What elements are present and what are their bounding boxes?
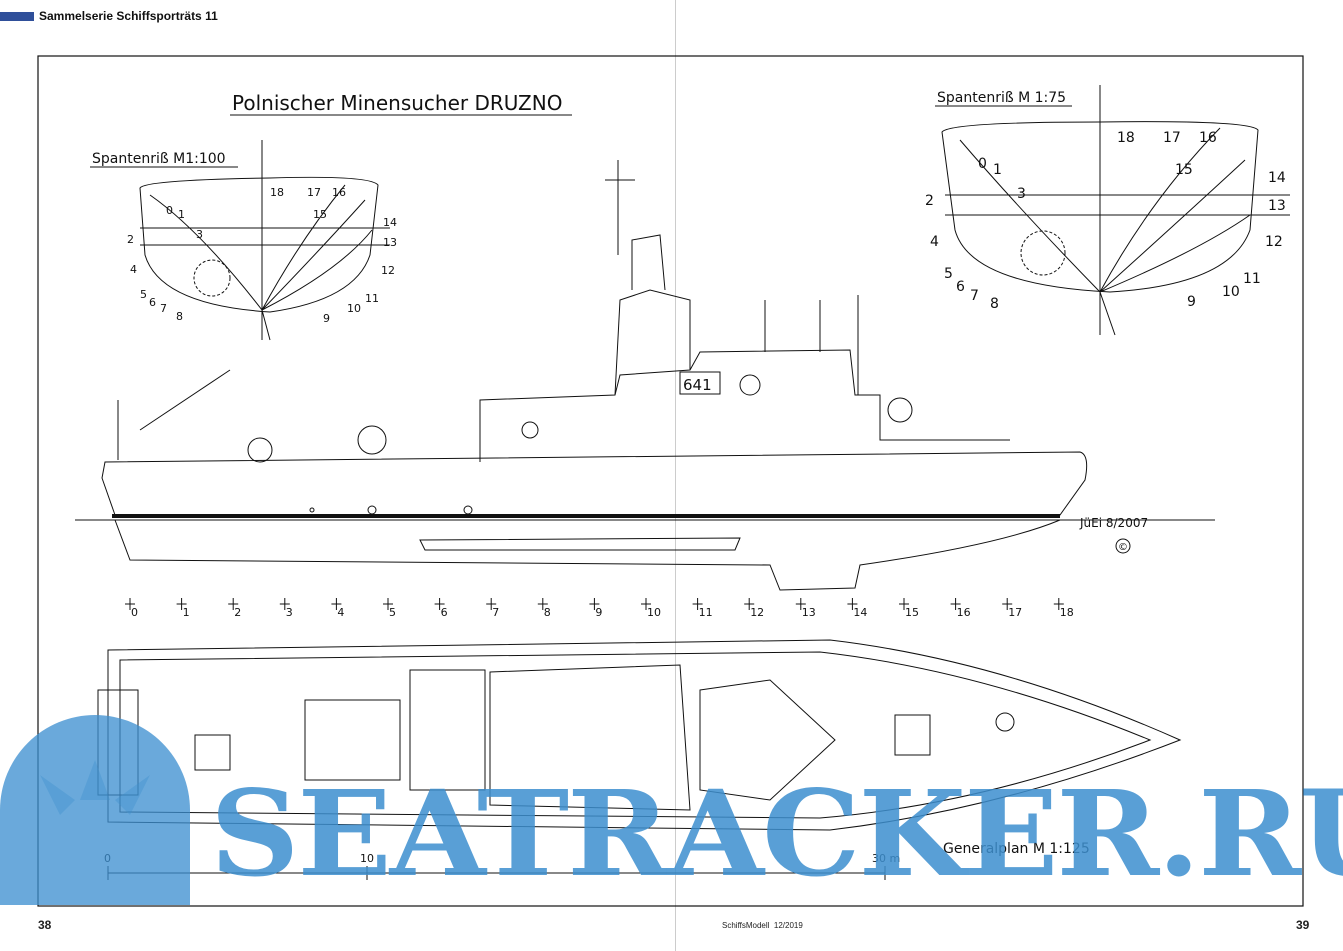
frame-label: 7 bbox=[970, 288, 979, 304]
station-label: 3 bbox=[286, 606, 293, 619]
frame-label: 16 bbox=[332, 186, 346, 199]
scale-tick-label: 10 bbox=[360, 852, 374, 865]
station-label: 17 bbox=[1008, 606, 1022, 619]
frame-label: 6 bbox=[956, 279, 965, 295]
station-label: 1 bbox=[183, 606, 190, 619]
frame-label: 9 bbox=[1187, 294, 1196, 310]
frame-label: 18 bbox=[270, 186, 284, 199]
watermark-text: SEATRACKER.RU bbox=[210, 764, 1343, 903]
body-plan-small: Spantenriß M1:100 0 1 2 3 4 5 6 7 8 18 1… bbox=[90, 140, 397, 341]
magazine-footer: SchiffsModell 12/2019 bbox=[722, 921, 803, 930]
station-label: 12 bbox=[750, 606, 764, 619]
station-label: 14 bbox=[853, 606, 867, 619]
station-label: 13 bbox=[802, 606, 816, 619]
station-label: 8 bbox=[544, 606, 551, 619]
page-number-left: 38 bbox=[38, 918, 52, 932]
frame-label: 16 bbox=[1199, 130, 1217, 146]
general-plan: Generalplan M 1:125 bbox=[97, 639, 1182, 857]
frame-label: 15 bbox=[1175, 162, 1193, 178]
frame-label: 14 bbox=[1268, 170, 1286, 186]
station-label: 7 bbox=[492, 606, 499, 619]
copyright-mark: © bbox=[1118, 542, 1128, 553]
body-plan-large-label: Spantenriß M 1:75 bbox=[937, 90, 1066, 106]
frame-label: 4 bbox=[930, 234, 939, 250]
frame-label: 5 bbox=[944, 266, 953, 282]
body-plan-large: Spantenriß M 1:75 0 1 2 3 4 5 6 7 8 18 1… bbox=[925, 85, 1290, 336]
magazine-name: SchiffsModell bbox=[722, 921, 770, 930]
side-elevation: 641 JüEi 8/2007 © bbox=[75, 160, 1215, 591]
frame-label: 0 bbox=[978, 156, 987, 172]
frame-label: 5 bbox=[140, 288, 147, 301]
frame-label: 3 bbox=[1017, 186, 1026, 202]
frame-label: 3 bbox=[196, 228, 203, 241]
frame-label: 12 bbox=[1265, 234, 1283, 250]
frame-label: 13 bbox=[383, 236, 397, 249]
frame-label: 8 bbox=[176, 310, 183, 323]
station-label: 18 bbox=[1060, 606, 1074, 619]
frame-label: 1 bbox=[993, 162, 1002, 178]
wave-logo-icon bbox=[0, 11, 34, 21]
frame-label: 4 bbox=[130, 263, 137, 276]
frame-label: 17 bbox=[1163, 130, 1181, 146]
station-label: 2 bbox=[234, 606, 241, 619]
page-header: Sammelserie Schiffsporträts 11 bbox=[0, 8, 218, 24]
station-label: 6 bbox=[441, 606, 448, 619]
drawing-title: Polnischer Minensucher DRUZNO bbox=[232, 91, 562, 115]
frame-label: 10 bbox=[1222, 284, 1240, 300]
frame-label: 6 bbox=[149, 296, 156, 309]
frame-label: 10 bbox=[347, 302, 361, 315]
station-label: 4 bbox=[337, 606, 344, 619]
frame-label: 7 bbox=[160, 302, 167, 315]
station-label: 10 bbox=[647, 606, 661, 619]
station-label: 15 bbox=[905, 606, 919, 619]
drawing-signature: JüEi 8/2007 bbox=[1079, 516, 1148, 530]
station-label: 16 bbox=[957, 606, 971, 619]
station-label: 5 bbox=[389, 606, 396, 619]
station-label: 9 bbox=[595, 606, 602, 619]
frame-label: 1 bbox=[178, 208, 185, 221]
frame-label: 0 bbox=[166, 204, 173, 217]
frame-label: 17 bbox=[307, 186, 321, 199]
frame-label: 2 bbox=[925, 193, 934, 209]
page-spine bbox=[675, 0, 676, 951]
page-number-right: 39 bbox=[1296, 918, 1310, 932]
station-label: 11 bbox=[699, 606, 713, 619]
frame-label: 18 bbox=[1117, 130, 1135, 146]
hull-number: 641 bbox=[683, 376, 712, 394]
frame-label: 15 bbox=[313, 208, 327, 221]
series-title: Sammelserie Schiffsporträts 11 bbox=[39, 9, 218, 23]
frame-label: 14 bbox=[383, 216, 397, 229]
frame-label: 9 bbox=[323, 312, 330, 325]
magazine-issue: 12/2019 bbox=[773, 921, 803, 930]
frame-label: 2 bbox=[127, 233, 134, 246]
frame-label: 11 bbox=[1243, 271, 1261, 287]
drawing-frame bbox=[37, 55, 1304, 907]
watermark-sun-icon bbox=[0, 715, 190, 905]
frame-label: 11 bbox=[365, 292, 379, 305]
station-label: 0 bbox=[131, 606, 138, 619]
body-plan-small-label: Spantenriß M1:100 bbox=[92, 151, 226, 167]
frame-label: 8 bbox=[990, 296, 999, 312]
frame-label: 12 bbox=[381, 264, 395, 277]
general-plan-label: Generalplan M 1:125 bbox=[943, 841, 1090, 857]
frame-label: 13 bbox=[1268, 198, 1286, 214]
scale-tick-label: 30 m bbox=[872, 852, 900, 865]
